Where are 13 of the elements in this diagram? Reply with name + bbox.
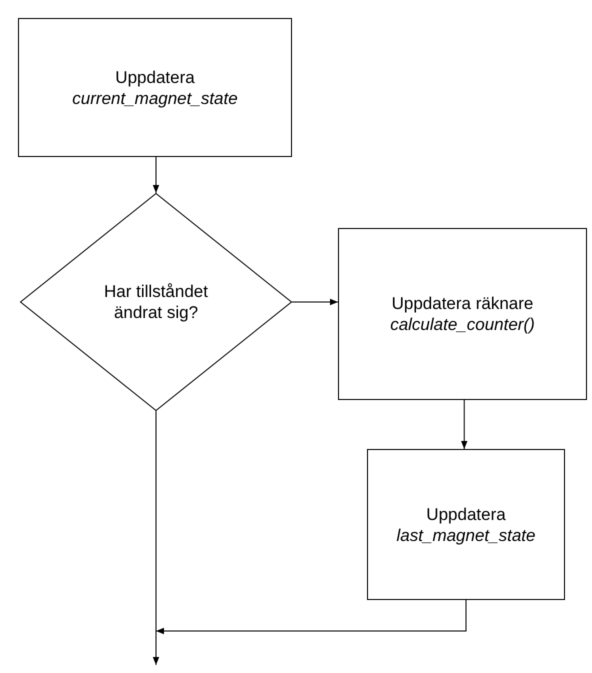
node-label: Uppdatera current_magnet_state xyxy=(71,66,239,108)
process-box xyxy=(18,18,292,157)
node-label: Har tillståndet ändrat sig? xyxy=(103,281,209,323)
arrow xyxy=(292,298,338,306)
arrow xyxy=(156,600,466,634)
node-label: Uppdatera last_magnet_state xyxy=(396,504,536,546)
decision-diamond xyxy=(20,193,292,411)
node-label: Uppdatera räknare calculate_counter() xyxy=(389,293,536,335)
arrow xyxy=(152,156,160,194)
process-box xyxy=(367,449,565,600)
process-box xyxy=(338,228,587,400)
arrow xyxy=(152,410,160,666)
arrow xyxy=(461,400,468,450)
